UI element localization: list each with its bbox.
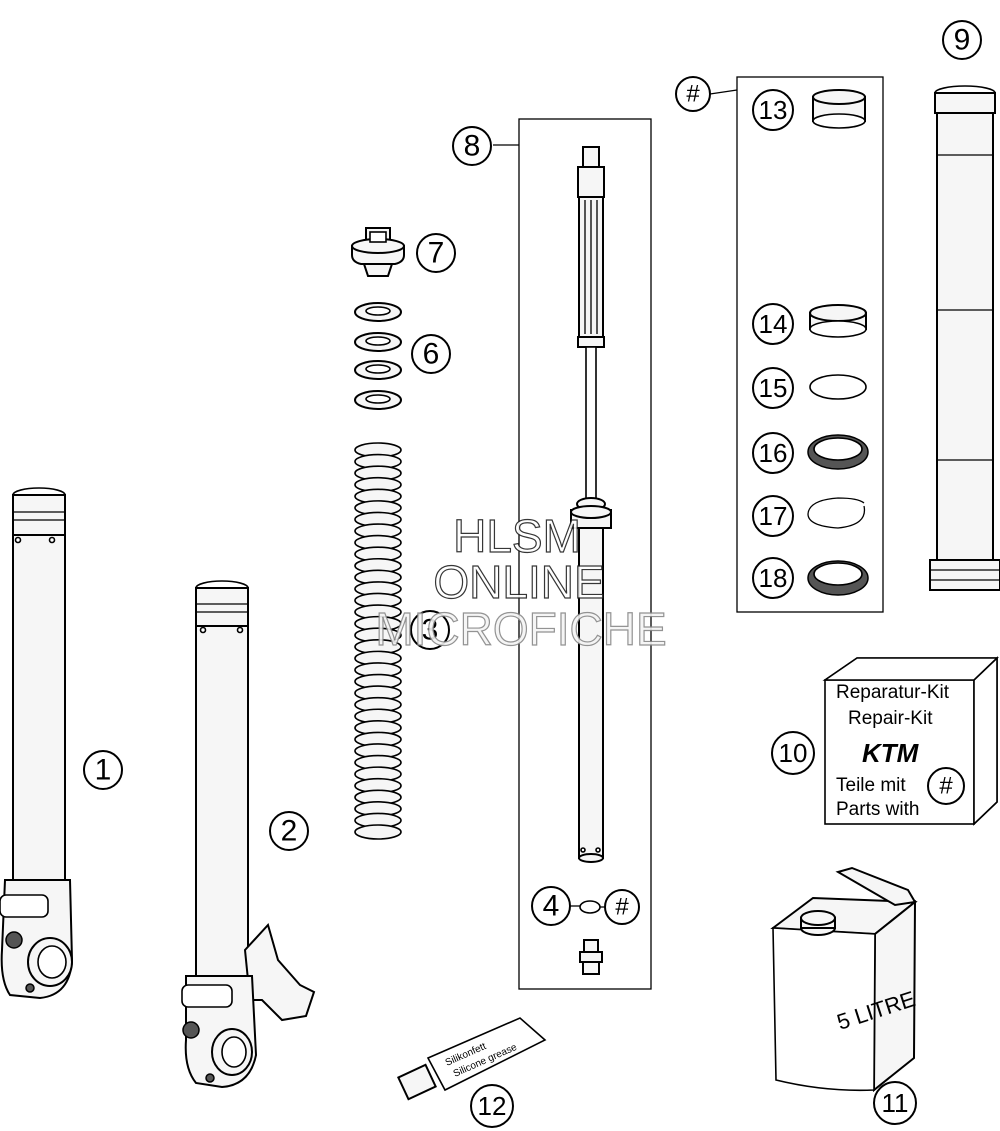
watermark: HLSM ONLINE MICROFICHE <box>375 509 668 655</box>
o-ring[interactable] <box>579 900 601 914</box>
support-ring-15[interactable] <box>809 374 867 400</box>
lock-ring-17[interactable] <box>807 497 866 529</box>
callout-8-label: 8 <box>464 130 481 163</box>
leader-kit <box>709 89 738 95</box>
callout-4-hash-label: # <box>615 894 629 921</box>
inner-fork-tube[interactable] <box>929 85 1000 591</box>
guide-bushing-14[interactable] <box>809 304 867 338</box>
washer-stack[interactable] <box>354 302 402 410</box>
repair-kit-line4: Parts with <box>836 799 919 820</box>
repair-kit-line2: Repair-Kit <box>848 708 933 729</box>
shaft-seal-16[interactable] <box>807 434 869 470</box>
callout-17-label: 17 <box>759 501 788 531</box>
callout-1-label: 1 <box>95 754 112 787</box>
callout-13[interactable]: 13 <box>752 89 794 131</box>
silicone-grease-tube[interactable]: Silikonfett Silicone grease <box>397 1017 547 1101</box>
seal-kit-frame <box>736 76 884 613</box>
callout-4-label: 4 <box>543 890 560 923</box>
callout-11-label: 11 <box>882 1088 909 1118</box>
callout-3-label: 3 <box>422 614 439 647</box>
repair-kit-brand-logo: KTM <box>862 738 920 768</box>
guide-bushing-13[interactable] <box>812 89 866 129</box>
watermark-line1: HLSM <box>453 510 581 562</box>
fork-spring[interactable] <box>354 442 402 840</box>
spring-coil <box>354 824 402 840</box>
callout-12-label: 12 <box>478 1091 507 1121</box>
callout-13-label: 13 <box>759 95 788 125</box>
callout-kit-hash-label: # <box>686 81 700 108</box>
dust-boot-18[interactable] <box>807 560 869 596</box>
fork-oil-can[interactable]: 5 LITRE <box>770 866 918 1093</box>
callout-8[interactable]: 8 <box>452 126 492 166</box>
callout-4[interactable]: 4 <box>531 886 571 926</box>
callout-2[interactable]: 2 <box>269 811 309 851</box>
callout-kit-hash[interactable]: # <box>675 76 711 112</box>
callout-6-label: 6 <box>423 338 440 371</box>
repair-kit-box[interactable]: Reparatur-Kit Repair-Kit KTM Teile mit P… <box>822 656 999 826</box>
callout-10[interactable]: 10 <box>771 731 815 775</box>
repair-kit-line1: Reparatur-Kit <box>836 682 950 703</box>
callout-11[interactable]: 11 <box>873 1081 917 1125</box>
callout-15[interactable]: 15 <box>752 367 794 409</box>
callout-1[interactable]: 1 <box>83 750 123 790</box>
callout-18-label: 18 <box>759 563 788 593</box>
drain-screw[interactable] <box>579 939 603 975</box>
screw-cap[interactable] <box>351 227 405 277</box>
outer-fork-tube-left[interactable] <box>0 487 74 1000</box>
callout-16[interactable]: 16 <box>752 432 794 474</box>
repair-kit-line3: Teile mit <box>836 775 906 796</box>
watermark-line2: ONLINE <box>433 556 604 608</box>
callout-12[interactable]: 12 <box>470 1084 514 1128</box>
callout-4-hash[interactable]: # <box>604 889 640 925</box>
callout-2-label: 2 <box>281 815 298 848</box>
callout-7-label: 7 <box>428 237 445 270</box>
callout-18[interactable]: 18 <box>752 557 794 599</box>
outer-fork-tube-right[interactable] <box>181 580 316 1089</box>
callout-14[interactable]: 14 <box>752 303 794 345</box>
watermark-line3: MICROFICHE <box>375 603 666 655</box>
callout-9-label: 9 <box>954 24 971 57</box>
callout-15-label: 15 <box>759 373 788 403</box>
callout-16-label: 16 <box>759 438 788 468</box>
callout-9[interactable]: 9 <box>942 20 982 60</box>
callout-3[interactable]: 3 <box>410 610 450 650</box>
callout-10-hash-label: # <box>939 773 953 800</box>
damper-assembly-frame <box>518 118 652 990</box>
callout-7[interactable]: 7 <box>416 233 456 273</box>
callout-10-label: 10 <box>779 738 808 768</box>
callout-10-hash[interactable]: # <box>927 767 965 805</box>
damper-cartridge[interactable] <box>570 146 612 863</box>
callout-17[interactable]: 17 <box>752 495 794 537</box>
callout-6[interactable]: 6 <box>411 334 451 374</box>
callout-14-label: 14 <box>759 309 788 339</box>
